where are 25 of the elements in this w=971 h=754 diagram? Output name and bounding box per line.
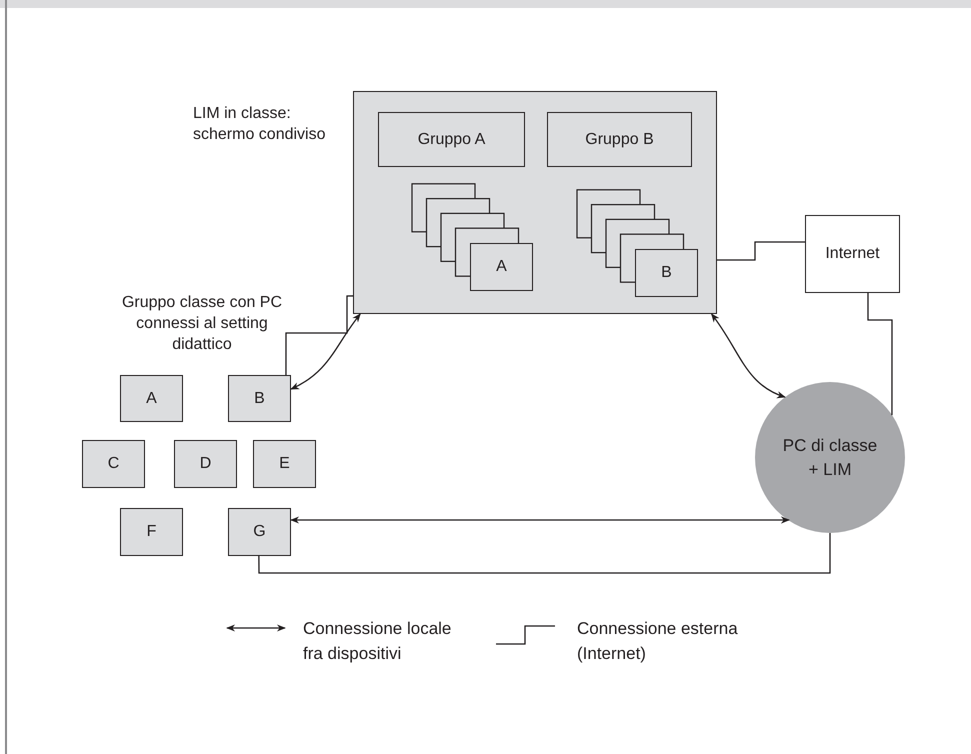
double-arrow bbox=[290, 313, 361, 390]
connection-line bbox=[258, 533, 831, 574]
double-arrow bbox=[711, 313, 786, 398]
group-panel: Gruppo B bbox=[547, 112, 692, 167]
legend-text: Connessione esterna (Internet) bbox=[577, 618, 739, 665]
screen-card: A bbox=[470, 243, 533, 291]
shared-screen-panel bbox=[353, 91, 717, 314]
connection-line bbox=[285, 295, 353, 375]
pc-box: A bbox=[120, 375, 183, 422]
connection-line bbox=[717, 241, 805, 261]
internet-box: Internet bbox=[805, 215, 900, 293]
double-arrow bbox=[290, 516, 790, 524]
pc-box: D bbox=[174, 440, 237, 488]
legend-text: Connessione locale fra dispositivi bbox=[303, 618, 452, 665]
panel-caption: LIM in classe: schermo condiviso bbox=[193, 104, 326, 145]
connection-line bbox=[867, 293, 893, 416]
pc-box: G bbox=[228, 508, 291, 556]
group-panel: Gruppo A bbox=[378, 112, 525, 167]
group-caption: Gruppo classe con PC connessi al setting didattico bbox=[120, 293, 284, 355]
pc-box: E bbox=[253, 440, 316, 488]
pc-circle: PC di classe + LIM bbox=[755, 382, 905, 533]
pc-box: F bbox=[120, 508, 183, 556]
screen-card: B bbox=[635, 249, 698, 297]
pc-box: B bbox=[228, 375, 291, 422]
pc-box: C bbox=[82, 440, 145, 488]
